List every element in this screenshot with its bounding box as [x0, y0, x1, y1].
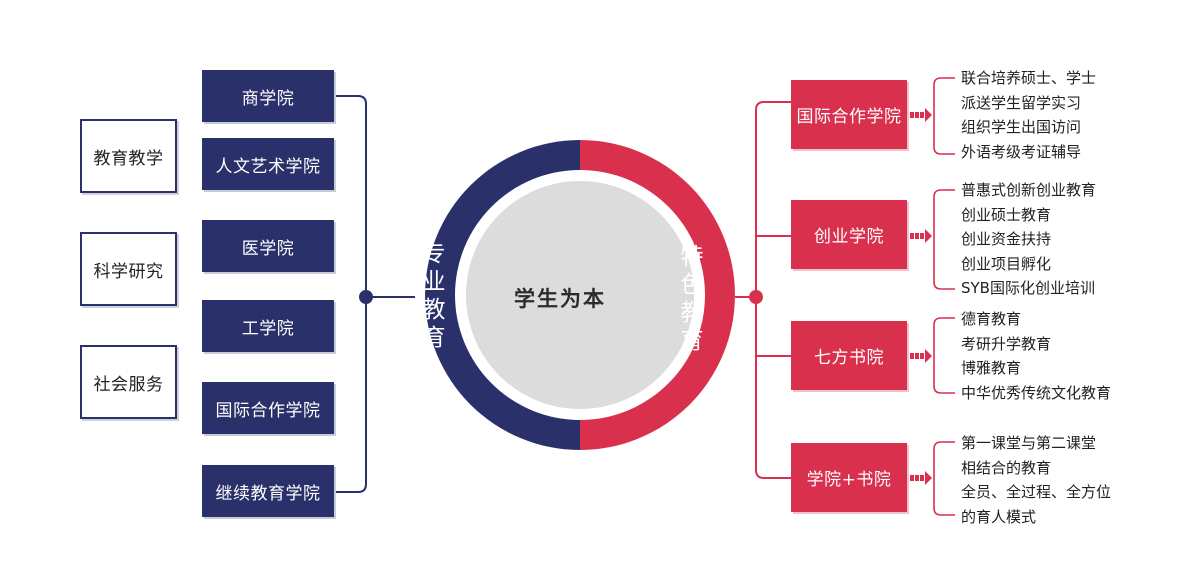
feature-list-qifang: 德育教育 考研升学教育 博雅教育 中华优秀传统文化教育	[961, 307, 1111, 405]
feature-box-qifang: 七方书院	[791, 321, 907, 390]
right-bracket-line	[755, 101, 791, 479]
college-label: 人文艺术学院	[215, 156, 321, 177]
right-ring-label: 特 色 教 育	[678, 243, 706, 355]
college-label: 商学院	[241, 88, 295, 109]
center-circle	[460, 175, 700, 415]
list-item: 博雅教育	[961, 359, 1022, 377]
function-label: 科学研究	[93, 261, 164, 282]
list-brackets	[933, 77, 955, 516]
ring-char: 色	[680, 272, 704, 298]
feature-list-college-academy: 第一课堂与第二课堂 相结合的教育 全员、全过程、全方位 的育人模式	[961, 431, 1111, 529]
list-item: 派送学生留学实习	[961, 93, 1082, 112]
list-item: 德育教育	[961, 310, 1022, 328]
college-label: 工学院	[241, 318, 295, 339]
arrow-icon	[910, 229, 932, 243]
list-item: 创业硕士教育	[961, 205, 1052, 224]
ring-char: 教	[422, 297, 446, 323]
college-label: 医学院	[241, 238, 295, 259]
list-item: 第一课堂与第二课堂	[961, 434, 1097, 452]
function-box-service: 社会服务	[80, 345, 177, 419]
feature-box-entrepreneurship: 创业学院	[791, 200, 907, 269]
ring-char: 业	[422, 269, 446, 295]
feature-box-international: 国际合作学院	[791, 80, 907, 149]
left-ring-arc	[425, 140, 580, 450]
feature-label: 国际合作学院	[796, 107, 902, 127]
list-item: 组织学生出国访问	[961, 118, 1082, 136]
college-box-international: 国际合作学院	[202, 382, 334, 434]
arrow-icon	[910, 349, 932, 363]
arrow-icon	[910, 108, 932, 122]
list-item: 全员、全过程、全方位	[961, 483, 1112, 501]
list-item: 普惠式创新创业教育	[961, 181, 1097, 199]
college-label: 国际合作学院	[215, 400, 321, 421]
list-item: 创业项目孵化	[961, 254, 1052, 273]
feature-label: 七方书院	[814, 348, 884, 368]
right-arrows	[910, 108, 932, 485]
feature-list-entrepreneurship: 普惠式创新创业教育 创业硕士教育 创业资金扶持 创业项目孵化 SYB国际化创业培…	[961, 178, 1096, 301]
ring-char: 教	[680, 300, 704, 326]
list-item: 相结合的教育	[961, 458, 1052, 477]
list-item: 中华优秀传统文化教育	[961, 383, 1112, 402]
feature-list-international: 联合培养硕士、学士 派送学生留学实习 组织学生出国访问 外语考级考证辅导	[961, 66, 1096, 164]
college-label: 继续教育学院	[215, 483, 321, 504]
list-item: 的育人模式	[961, 507, 1037, 526]
left-ring-label: 专 业 教 育	[420, 240, 448, 352]
list-item: 外语考级考证辅导	[961, 142, 1082, 161]
right-ring-arc	[580, 140, 735, 450]
function-label: 社会服务	[93, 374, 164, 395]
list-item: 创业资金扶持	[961, 230, 1052, 248]
center-title: 学生为本	[514, 287, 606, 311]
college-box-humanities: 人文艺术学院	[202, 138, 334, 190]
list-item: 考研升学教育	[961, 334, 1052, 353]
ring-char: 育	[422, 325, 446, 351]
arrow-icon	[910, 471, 932, 485]
ring-char: 育	[680, 328, 704, 354]
college-box-continuing: 继续教育学院	[202, 465, 334, 517]
function-box-teaching: 教育教学	[80, 119, 177, 193]
ring-char: 特	[680, 244, 704, 270]
college-box-medical: 医学院	[202, 220, 334, 272]
list-item: 联合培养硕士、学士	[961, 69, 1097, 87]
college-box-engineering: 工学院	[202, 300, 334, 352]
ring-char: 专	[422, 241, 446, 267]
left-link-dot	[359, 290, 373, 304]
college-box-business: 商学院	[202, 70, 334, 122]
feature-label: 学院+书院	[806, 470, 892, 490]
feature-box-college-academy: 学院+书院	[791, 443, 907, 512]
list-item: SYB国际化创业培训	[961, 279, 1095, 297]
feature-label: 创业学院	[814, 227, 884, 247]
function-box-research: 科学研究	[80, 232, 177, 306]
function-label: 教育教学	[93, 148, 164, 169]
